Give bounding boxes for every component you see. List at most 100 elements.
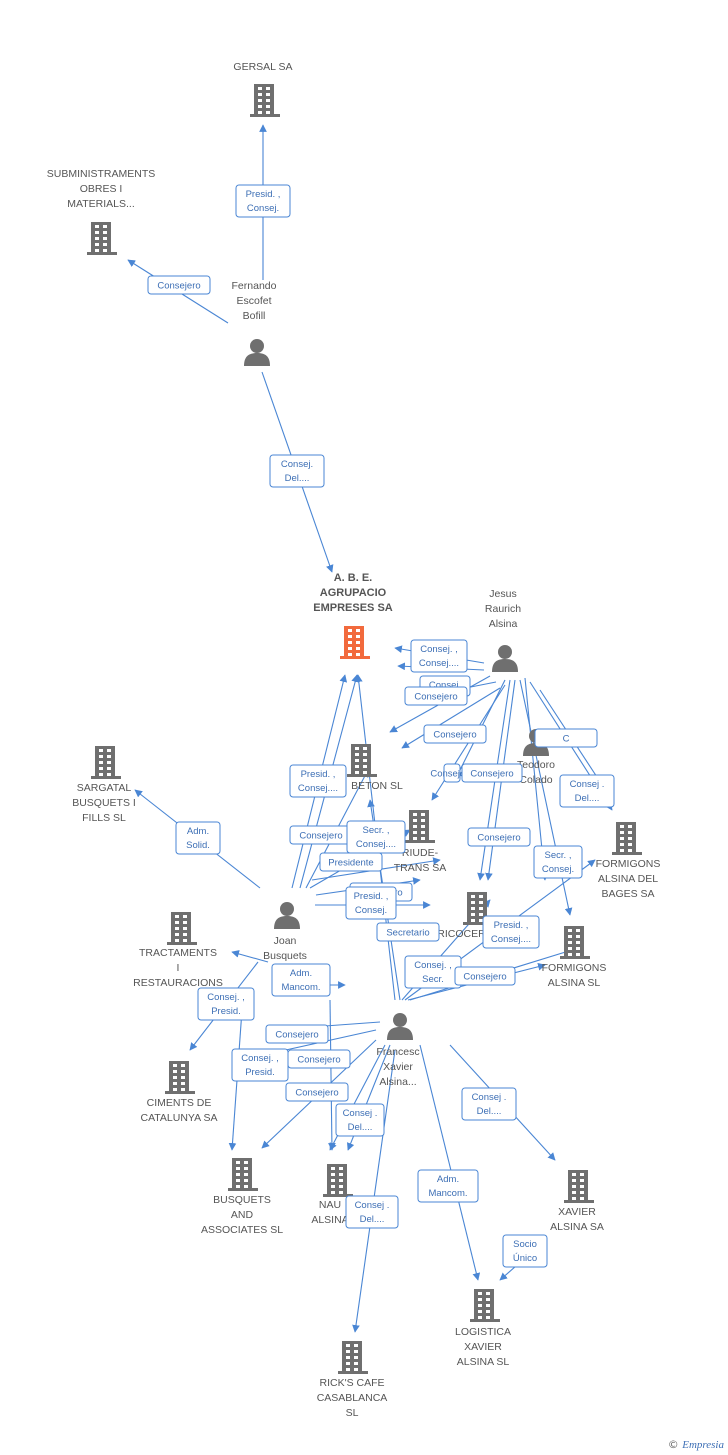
relation-text: Consej.... <box>356 839 396 850</box>
relation-label-28[interactable]: Consejero <box>287 1049 351 1069</box>
relation-text: Consejero <box>414 692 457 703</box>
relation-box <box>559 774 615 808</box>
relation-label-32[interactable]: Adm.Mancom. <box>417 1169 479 1203</box>
relation-label-23[interactable]: Consej. ,Secr. <box>404 955 462 989</box>
relation-label-8[interactable]: Consejero <box>461 763 523 783</box>
relation-text: Presidente <box>328 858 373 869</box>
relation-label-11[interactable]: Consej . Del.... <box>559 774 615 808</box>
relation-text: Adm. <box>290 968 312 979</box>
relation-text: Mancom. <box>281 982 320 993</box>
relation-label-2[interactable]: Consej. Del.... <box>269 454 325 488</box>
node-label-subministraments: MATERIALS... <box>67 198 135 210</box>
node-label-ricks: CASABLANCA <box>317 1392 388 1404</box>
node-label-tractaments: RESTAURACIONS <box>133 977 223 989</box>
relation-label-6[interactable]: Consejero <box>423 724 487 744</box>
building-icon <box>250 84 280 117</box>
relation-label-30[interactable]: Consej .Del.... <box>335 1103 385 1137</box>
relation-box <box>287 1049 351 1069</box>
relation-label-3[interactable]: Consej. ,Consej.... <box>410 639 468 673</box>
relation-label-21[interactable]: Presid. ,Consej.... <box>482 915 540 949</box>
relation-label-31[interactable]: Consej .Del.... <box>461 1087 517 1121</box>
relation-label-25[interactable]: Consej. ,Presid. <box>197 987 255 1021</box>
node-francesc[interactable]: FrancescXavierAlsina... <box>376 1013 420 1088</box>
person-icon <box>244 339 270 366</box>
brand-logo[interactable]: Empresia <box>682 1439 724 1451</box>
node-label-ciments: CIMENTS DE <box>147 1097 212 1109</box>
relation-box <box>345 1195 399 1229</box>
relation-label-22[interactable]: Adm. Mancom. <box>271 963 331 997</box>
relation-text: Consej . <box>570 779 605 790</box>
relation-text: Del.... <box>285 473 310 484</box>
relation-box <box>285 1082 349 1102</box>
node-gersal[interactable]: GERSAL SA <box>233 61 293 117</box>
edge-line-39 <box>419 1044 481 1281</box>
person-icon <box>387 1013 413 1040</box>
node-label-ciments: CATALUNYA SA <box>140 1112 217 1124</box>
relation-text: Consejero <box>275 1030 318 1041</box>
relation-text: Consejero <box>470 769 513 780</box>
person-icon <box>492 645 518 672</box>
relation-label-14[interactable]: Consejero <box>289 825 353 845</box>
node-bricocer[interactable]: BRICOCER <box>430 892 493 940</box>
node-label-logistica: XAVIER <box>464 1341 502 1353</box>
relation-label-20[interactable]: Secretario <box>376 922 440 942</box>
relation-text: Del.... <box>348 1122 373 1133</box>
node-beton[interactable]: BETON SL <box>347 744 403 792</box>
relation-label-12[interactable]: Adm.Solid. <box>175 821 221 855</box>
building-icon <box>167 912 197 945</box>
relation-label-29[interactable]: Consejero <box>285 1082 349 1102</box>
node-riude[interactable]: RIUDE-TRANS SA <box>394 810 447 874</box>
relation-text: Consejero <box>297 1055 340 1066</box>
relation-label-19[interactable]: Presid. ,Consej. <box>345 886 397 920</box>
relation-label-0[interactable]: Presid. ,Consej. <box>235 184 291 218</box>
relation-label-13[interactable]: Presid. ,Consej.... <box>289 764 347 798</box>
relation-label-33[interactable]: Consej .Del.... <box>345 1195 399 1229</box>
relation-label-7[interactable]: Consejero <box>430 763 474 783</box>
relation-box <box>289 764 347 798</box>
building-icon <box>470 1289 500 1322</box>
relation-label-1[interactable]: Consejero <box>147 275 211 295</box>
relation-box <box>417 1169 479 1203</box>
relation-label-16[interactable]: Presidente <box>319 852 383 872</box>
relation-label-10[interactable]: Consejero <box>467 827 531 847</box>
node-label-subministraments: OBRES I <box>80 183 123 195</box>
building-icon <box>338 1341 368 1374</box>
edge-line-42 <box>328 999 336 1151</box>
relation-text: Consej . <box>355 1200 390 1211</box>
relation-label-18[interactable]: Secr. ,Consej. <box>533 845 583 879</box>
relation-label-24[interactable]: Consejero <box>454 966 516 986</box>
relation-box <box>335 1103 385 1137</box>
relation-text: Del.... <box>575 793 600 804</box>
relation-box <box>271 963 331 997</box>
relation-box <box>443 763 461 783</box>
relation-label-27[interactable]: Consej. ,Presid. <box>231 1048 289 1082</box>
relation-text: Del.... <box>477 1106 502 1117</box>
relation-label-15[interactable]: Secr. ,Consej.... <box>346 820 406 854</box>
relation-text: Consej. <box>281 459 313 470</box>
relation-label-9[interactable]: C <box>534 728 598 748</box>
relation-label-26[interactable]: Consejero <box>265 1024 329 1044</box>
relation-label-5[interactable]: Consejero <box>404 686 468 706</box>
relation-box <box>197 987 255 1021</box>
building-icon <box>564 1170 594 1203</box>
node-label-sargatal: BUSQUETS I <box>72 797 136 809</box>
node-label-sargatal: SARGATAL <box>77 782 132 794</box>
relation-text: Consej.... <box>298 783 338 794</box>
node-ciments[interactable]: CIMENTS DE CATALUNYA SA <box>140 1061 218 1124</box>
node-label-formalsbages: FORMIGONS <box>596 858 661 870</box>
